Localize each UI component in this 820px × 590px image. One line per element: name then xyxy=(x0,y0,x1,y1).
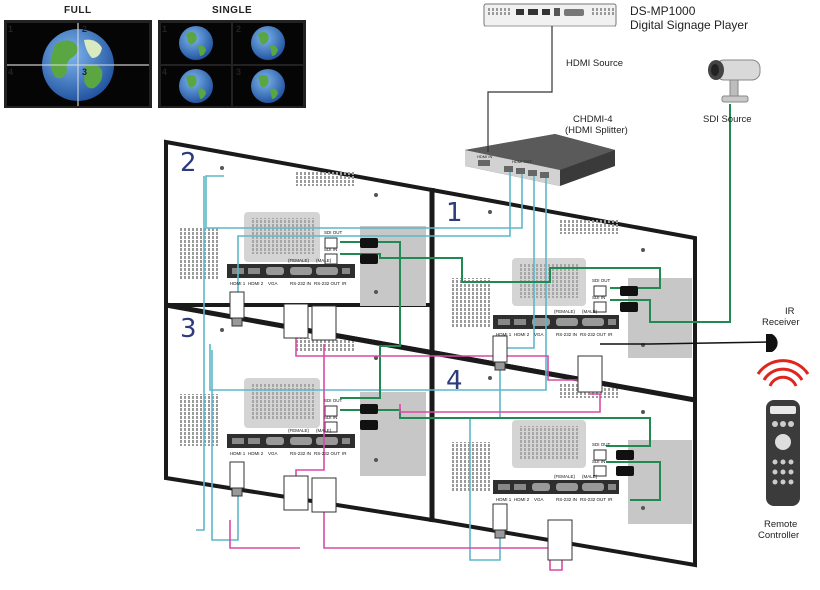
full-tile-number: 1 xyxy=(8,24,14,34)
video-wall xyxy=(164,139,697,568)
ir-port-label: IR xyxy=(608,497,613,502)
hdmi-splitter: HDMI IN HDMI OUT xyxy=(465,134,615,186)
full-tile-number: 3 xyxy=(82,67,88,77)
hdmi1-label: HDMI 1 xyxy=(230,281,246,286)
rs232-out-label: RS-232 OUT xyxy=(314,281,340,286)
sdi-in-label: SDI IN xyxy=(592,295,605,300)
single-tile-number: 1 xyxy=(162,24,168,34)
rs232-in-label: RS-232 IN xyxy=(290,451,311,456)
splitter-name: (HDMI Splitter) xyxy=(565,125,628,136)
remote-controller-icon xyxy=(756,359,810,506)
globe-icon xyxy=(179,26,213,60)
player-model: DS-MP1000 xyxy=(630,4,696,18)
hdmi-cables xyxy=(196,26,553,561)
rs232-in-label: RS-232 IN xyxy=(290,281,311,286)
rs232-cables xyxy=(229,336,601,571)
female-label: (FEMALE) xyxy=(288,258,310,263)
ir-cable xyxy=(600,334,778,352)
full-mode-title: FULL xyxy=(64,5,92,16)
single-mode-screen xyxy=(158,20,306,108)
hdmi1-label: HDMI 1 xyxy=(496,497,512,502)
sdi-connectors xyxy=(360,238,638,476)
rs232-in-label: RS-232 IN xyxy=(556,497,577,502)
rs232-out-label: RS-232 OUT xyxy=(580,497,606,502)
rs232-out-label: RS-232 OUT xyxy=(314,451,340,456)
hdmi-connectors xyxy=(229,291,508,539)
full-mode-screen xyxy=(4,20,152,108)
sdi-out-label: SDI OUT xyxy=(592,278,611,283)
ir-receiver-label-line2: Receiver xyxy=(762,317,800,328)
ir-port-label: IR xyxy=(342,281,347,286)
male-label: (MALE) xyxy=(582,474,598,479)
hdmi2-label: HDMI 2 xyxy=(248,451,264,456)
male-label: (MALE) xyxy=(582,309,598,314)
ir-receiver-label-line1: IR xyxy=(785,306,795,317)
remote-label-line1: Remote xyxy=(764,519,798,530)
single-mode-title: SINGLE xyxy=(212,5,253,16)
vga-label: VGA xyxy=(268,451,278,456)
panel-number: 3 xyxy=(180,314,197,344)
hdmi-source-label: HDMI Source xyxy=(566,58,624,69)
full-tile-number: 4 xyxy=(8,67,14,77)
sdi-source-label: SDI Source xyxy=(703,114,752,125)
camera-icon xyxy=(708,59,761,103)
vga-label: VGA xyxy=(534,497,544,502)
vga-label: VGA xyxy=(268,281,278,286)
digital-signage-player xyxy=(483,3,617,27)
panel-3-port-labels: SDI OUT SDI IN HDMI 1 HDMI 2 VGA (FEMALE… xyxy=(230,398,347,456)
single-tile-number: 2 xyxy=(236,24,242,34)
panel-number: 2 xyxy=(180,148,197,178)
globe-icon xyxy=(251,26,285,60)
globe-icon xyxy=(179,69,213,103)
sdi-cables xyxy=(340,104,731,501)
sdi-out-label: SDI OUT xyxy=(592,442,611,447)
female-label: (FEMALE) xyxy=(554,474,576,479)
sdi-in-label: SDI IN xyxy=(592,459,605,464)
female-label: (FEMALE) xyxy=(554,309,576,314)
sdi-out-label: SDI OUT xyxy=(324,230,343,235)
full-tile-number: 2 xyxy=(82,24,88,34)
panel-number: 1 xyxy=(446,198,463,228)
rs232-in-label: RS-232 IN xyxy=(556,332,577,337)
male-label: (MALE) xyxy=(316,428,332,433)
female-label: (FEMALE) xyxy=(288,428,310,433)
sdi-in-label: SDI IN xyxy=(324,247,337,252)
vga-label: VGA xyxy=(534,332,544,337)
hdmi1-label: HDMI 1 xyxy=(230,451,246,456)
ir-port-label: IR xyxy=(342,451,347,456)
rs232-out-label: RS-232 OUT xyxy=(580,332,606,337)
sdi-in-label: SDI IN xyxy=(324,415,337,420)
panel-1-port-labels: SDI OUT SDI IN HDMI 1 HDMI 2 VGA (FEMALE… xyxy=(496,278,613,337)
ir-port-label: IR xyxy=(608,332,613,337)
hdmi1-label: HDMI 1 xyxy=(496,332,512,337)
single-tile-number: 4 xyxy=(162,67,168,77)
male-label: (MALE) xyxy=(316,258,332,263)
splitter-out-port-label: HDMI OUT xyxy=(512,159,532,164)
remote-label-line2: Controller xyxy=(758,530,800,541)
player-name: Digital Signage Player xyxy=(630,18,749,32)
splitter-in-port-label: HDMI IN xyxy=(477,154,492,159)
vga-connectors xyxy=(283,303,603,561)
hdmi2-label: HDMI 2 xyxy=(248,281,264,286)
hdmi2-label: HDMI 2 xyxy=(514,332,530,337)
panel-2-port-labels: SDI OUT SDI IN HDMI 1 HDMI 2 VGA (FEMALE… xyxy=(230,230,347,286)
globe-icon xyxy=(251,69,285,103)
panel-number: 4 xyxy=(446,366,463,396)
panel-4-port-labels: SDI OUT SDI IN HDMI 1 HDMI 2 VGA (FEMALE… xyxy=(496,442,613,502)
panel-2 xyxy=(164,139,434,307)
sdi-out-label: SDI OUT xyxy=(324,398,343,403)
single-tile-number: 3 xyxy=(236,67,242,77)
splitter-model: CHDMI-4 xyxy=(573,114,613,125)
hdmi2-label: HDMI 2 xyxy=(514,497,530,502)
